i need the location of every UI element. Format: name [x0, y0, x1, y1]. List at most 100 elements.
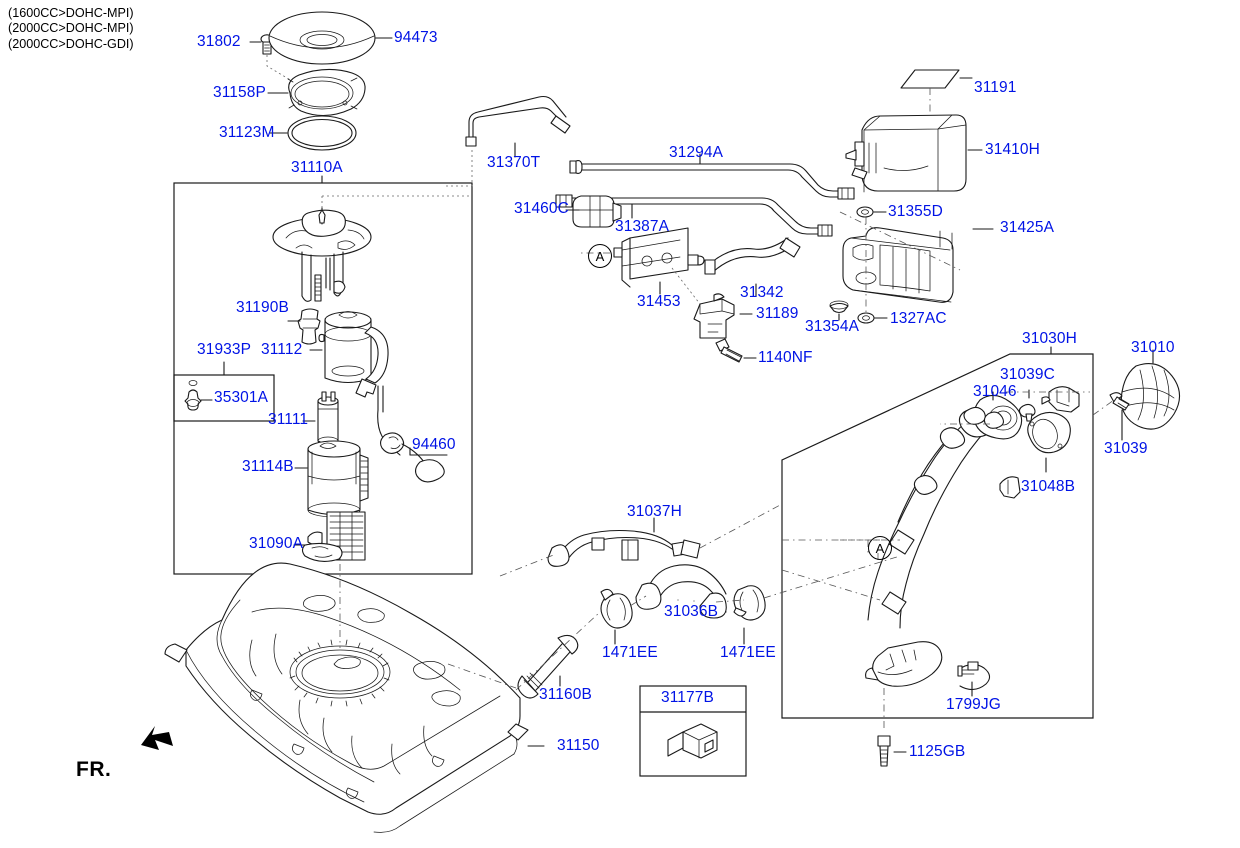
service-kit-art — [184, 380, 202, 411]
part-label-94473[interactable]: 94473 — [394, 29, 438, 46]
part-label-31354A[interactable]: 31354A — [805, 318, 860, 335]
part-label-35301A[interactable]: 35301A — [214, 389, 269, 406]
service-cover-art — [268, 11, 376, 65]
header-line-2: (2000CC>DOHC-MPI) — [8, 21, 134, 36]
part-label-31355D[interactable]: 31355D — [888, 203, 943, 220]
front-marker-label: FR. — [76, 758, 112, 781]
vapor-tube-group — [444, 95, 855, 363]
filler-hose-art — [635, 564, 727, 619]
hoses-group — [499, 503, 901, 699]
part-label-31111[interactable]: 31111 — [268, 411, 309, 428]
canister-protector-art — [842, 227, 954, 303]
part-label-31294A[interactable]: 31294A — [669, 144, 724, 161]
fuel-pump-assembly-art — [184, 195, 472, 562]
canister-hose-art — [704, 237, 801, 275]
pump-motor-art — [317, 391, 339, 446]
vapor-vent-tube-art — [555, 194, 833, 237]
filler-grommet-art — [983, 411, 1005, 429]
part-label-1327AC[interactable]: 1327AC — [890, 310, 947, 327]
tank-gasket-art — [287, 115, 357, 151]
part-label-31123M[interactable]: 31123M — [219, 124, 275, 141]
part-label-31039C[interactable]: 31039C — [1000, 366, 1055, 383]
hose-clamp-right-art — [733, 585, 766, 621]
part-label-31460C[interactable]: 31460C — [514, 200, 569, 217]
tank-pressure-valve-art — [613, 227, 705, 288]
hose-clamp-left-art — [600, 588, 633, 629]
filler-neck-pipe-art — [867, 408, 995, 629]
filler-bracket-lower-group — [865, 641, 991, 767]
part-label-31342[interactable]: 31342 — [740, 284, 784, 301]
part-label-31425A[interactable]: 31425A — [1000, 219, 1055, 236]
part-label-31090A[interactable]: 31090A — [249, 535, 304, 552]
pressure-regulator-art — [297, 308, 321, 345]
part-label-94460[interactable]: 94460 — [412, 436, 456, 453]
canister-group — [829, 69, 994, 324]
bracket-bolt-art — [715, 338, 743, 363]
header-line-1: (1600CC>DOHC-MPI) — [8, 6, 134, 20]
part-label-31160B[interactable]: 31160B — [539, 686, 592, 703]
vapor-tube-bracket-art — [465, 95, 571, 147]
part-label-31048B[interactable]: 31048B — [1021, 478, 1076, 495]
part-label-31039[interactable]: 31039 — [1104, 440, 1148, 457]
filler-bracket-art — [1041, 386, 1080, 413]
part-label-31158P[interactable]: 31158P — [213, 84, 266, 101]
part-label-31010[interactable]: 31010 — [1131, 339, 1175, 356]
float-arm-art — [377, 385, 445, 483]
cable-tie-art — [957, 661, 991, 691]
part-label-31370T[interactable]: 31370T — [487, 154, 541, 171]
valve-bracket-art — [693, 293, 735, 339]
part-label-31036B[interactable]: 31036B — [664, 603, 719, 620]
group-label-31110A[interactable]: 31110A — [291, 159, 343, 176]
filler-gasket-art — [1027, 411, 1071, 454]
canister-upper-washer-art — [856, 206, 874, 218]
fuel-pump-cover-group — [249, 11, 393, 151]
filler-small-clip-art — [999, 476, 1021, 499]
fuel-cap-art — [1120, 363, 1181, 430]
part-label-31046[interactable]: 31046 — [973, 383, 1017, 400]
mounting-bolt-art — [877, 735, 891, 767]
reservoir-cup-art — [307, 440, 369, 518]
canister-lower-washer-art — [829, 300, 849, 314]
canister-pad-art — [900, 69, 960, 89]
part-label-31453[interactable]: 31453 — [637, 293, 681, 310]
group-leaders — [223, 175, 1052, 376]
part-label-31802[interactable]: 31802 — [197, 33, 241, 50]
part-label-31387A[interactable]: 31387A — [615, 218, 670, 235]
part-label-1471EE-right[interactable]: 1471EE — [720, 644, 776, 661]
part-label-1799JG[interactable]: 1799JG — [946, 696, 1001, 713]
lower-bracket-art — [865, 641, 943, 687]
front-direction-arrow — [141, 726, 173, 750]
retainer-clip-art — [667, 723, 718, 759]
part-label-31410H[interactable]: 31410H — [985, 141, 1040, 158]
part-label-31114B[interactable]: 31114B — [242, 458, 294, 475]
part-label-31189[interactable]: 31189 — [756, 305, 799, 322]
tube-clip-art — [572, 195, 622, 228]
lock-ring-art — [287, 68, 366, 117]
cap-retainer-art — [1109, 392, 1130, 411]
filler-neck-group — [781, 349, 1181, 629]
part-label-31190B[interactable]: 31190B — [236, 299, 289, 316]
part-label-1125GB[interactable]: 1125GB — [909, 743, 966, 760]
diagram-header: (1600CC>DOHC-MPI) (2000CC>DOHC-MPI) (200… — [8, 6, 134, 52]
callout-marker-a-left: A — [588, 244, 612, 268]
part-label-31037H[interactable]: 31037H — [627, 503, 682, 520]
part-label-31191[interactable]: 31191 — [974, 79, 1017, 96]
part-label-31112[interactable]: 31112 — [261, 341, 303, 358]
group-label-31177B[interactable]: 31177B — [661, 689, 714, 706]
vapor-hose-art — [547, 529, 701, 567]
group-label-31030H[interactable]: 31030H — [1022, 330, 1077, 347]
strainer-art — [301, 511, 366, 562]
callout-marker-a-right: A — [868, 536, 892, 560]
part-label-1140NF[interactable]: 1140NF — [758, 349, 813, 366]
group-label-31933P[interactable]: 31933P — [197, 341, 252, 358]
fuel-feed-line-art — [569, 160, 855, 200]
fuel-tank-art — [164, 562, 529, 833]
filler-screw-art — [1018, 403, 1036, 422]
breather-tube-art — [517, 634, 579, 699]
part-label-1471EE-left[interactable]: 1471EE — [602, 644, 658, 661]
fuel-filter-art — [318, 311, 389, 398]
evaporative-canister-art — [845, 114, 967, 193]
part-label-31150[interactable]: 31150 — [557, 737, 600, 754]
